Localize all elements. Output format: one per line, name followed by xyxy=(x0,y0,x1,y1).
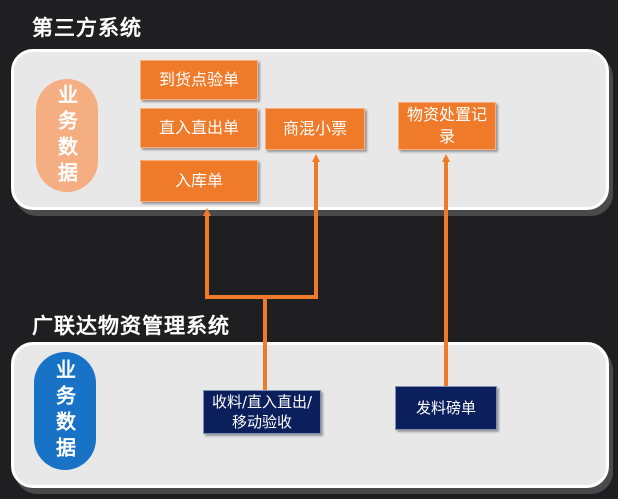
third-party-system-title: 第三方系统 xyxy=(32,16,142,40)
arrival-inspection-box[interactable]: 到货点验单 xyxy=(140,60,258,100)
glodon-material-system-title: 广联达物资管理系统 xyxy=(32,314,230,338)
direct-in-out-box[interactable]: 直入直出单 xyxy=(140,108,258,148)
arrow-to-mixed-ticket xyxy=(265,154,320,299)
third-party-data-pill: 业务数据 xyxy=(36,79,98,192)
material-disposal-record-box[interactable]: 物资处置记录 xyxy=(398,102,496,150)
dispatch-weighbill-box[interactable]: 发料磅单 xyxy=(395,386,497,430)
mixed-concrete-ticket-box[interactable]: 商混小票 xyxy=(265,108,365,150)
glodon-data-pill: 业务数据 xyxy=(34,352,96,470)
receiving-acceptance-box[interactable]: 收料/直入直出/移动验收 xyxy=(203,390,321,434)
warehouse-entry-box[interactable]: 入库单 xyxy=(140,160,258,202)
arrow-to-warehouse-entry xyxy=(203,208,267,390)
